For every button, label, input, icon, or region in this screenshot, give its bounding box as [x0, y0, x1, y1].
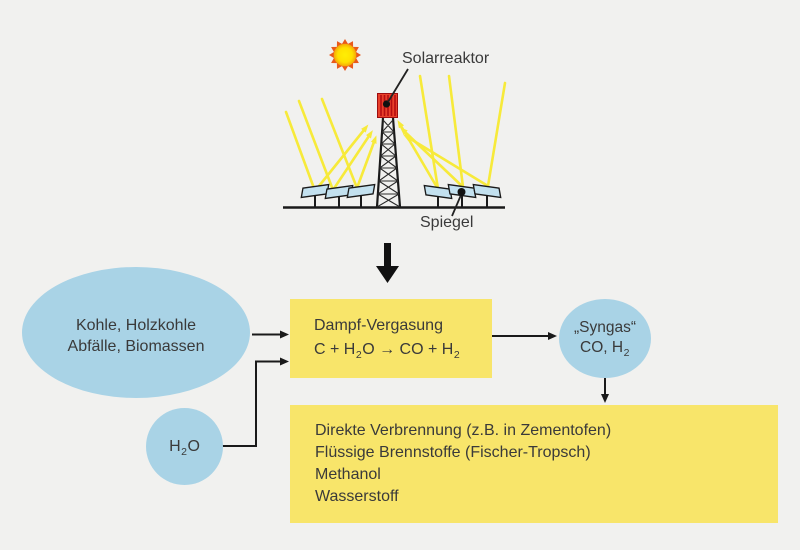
spiegel-pointer	[451, 188, 466, 217]
gasification-formula: C + H2O → CO + H2	[314, 341, 460, 361]
spiegel-label: Spiegel	[420, 214, 474, 231]
feedstock-line1: Kohle, Holzkohle	[75, 317, 197, 334]
syngas-name: „Syngas“	[573, 319, 637, 336]
syngas-node: „Syngas“ CO, H2	[559, 299, 651, 378]
solar-tower	[375, 117, 402, 208]
heliostat-mirror	[300, 183, 330, 207]
gasification-box: Dampf-Vergasung C + H2O → CO + H2	[290, 299, 492, 378]
feedstock-line2: Abfälle, Biomassen	[67, 338, 205, 355]
products-box: Direkte Verbrennung (z.B. in Zementofen)…	[290, 405, 778, 523]
sun-rays	[284, 74, 507, 193]
solar-input-arrow	[376, 243, 399, 283]
solar-reactor-receiver	[377, 93, 398, 118]
product-line: Flüssige Brennstoffe (Fischer-Tropsch)	[315, 444, 591, 461]
heliostat-mirror	[346, 183, 376, 207]
heliostat-mirror	[472, 183, 502, 207]
solarreaktor-pointer-line	[387, 68, 409, 103]
syngas-formula: CO, H2	[580, 339, 630, 359]
product-line: Wasserstoff	[315, 488, 399, 505]
heliostat-mirrors	[300, 183, 502, 207]
gasification-title: Dampf-Vergasung	[314, 317, 443, 334]
water-node: H2O	[146, 408, 223, 485]
product-line: Methanol	[315, 466, 381, 483]
product-line: Direkte Verbrennung (z.B. in Zementofen)	[315, 422, 612, 439]
feedstock-node: Kohle, Holzkohle Abfälle, Biomassen	[22, 267, 250, 398]
sun-icon	[329, 39, 361, 71]
arrow-water-to-gasification	[222, 357, 289, 447]
flow-arrows	[222, 330, 609, 447]
heliostat-mirror	[423, 184, 453, 207]
water-formula: H2O	[169, 437, 200, 458]
solarreaktor-label: Solarreaktor	[402, 50, 490, 67]
